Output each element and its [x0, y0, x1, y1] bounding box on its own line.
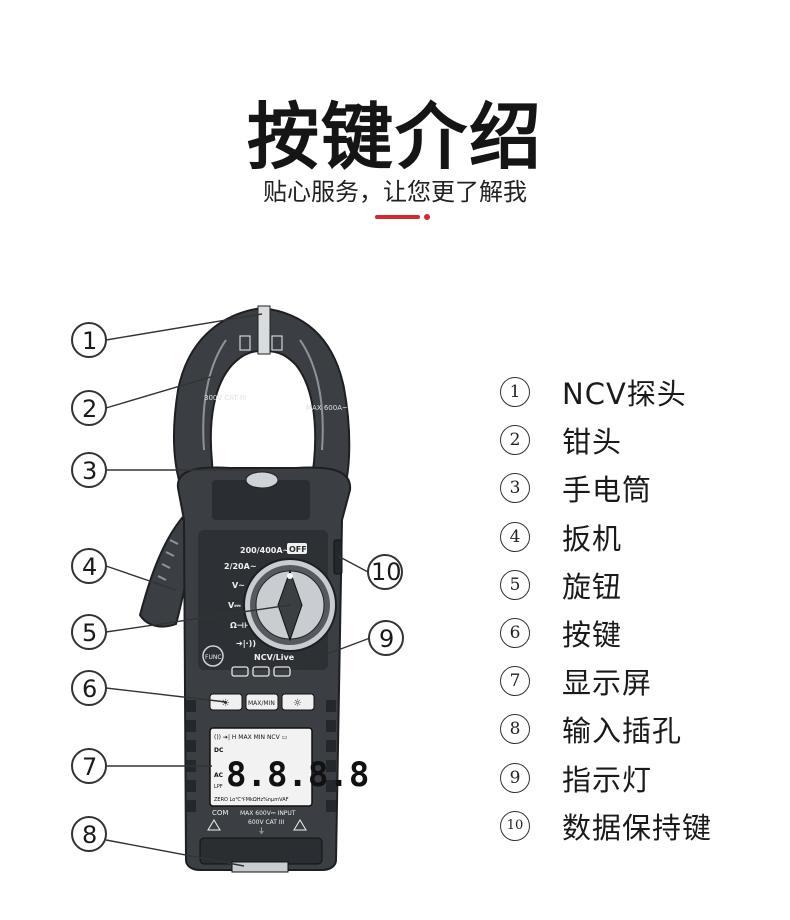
- page-subtitle: 贴心服务，让您更了解我: [263, 178, 527, 206]
- legend-item: 2 钳头: [500, 416, 780, 464]
- legend-item: 10 数据保持键: [500, 802, 780, 850]
- legend-label: 数据保持键: [562, 810, 713, 845]
- legend-item: 1 NCV探头: [500, 368, 780, 416]
- callouts: 1 2 3 4 5 6 7 8 9 10: [71, 322, 404, 852]
- button-row: ☀ MAX/MIN ☼: [209, 693, 315, 711]
- legend-number: 5: [500, 569, 530, 600]
- svg-text:9: 9: [379, 625, 394, 653]
- callout-6: 6: [71, 670, 107, 706]
- lcd-digits: 8.8.8.8: [226, 755, 369, 795]
- max-min-button[interactable]: MAX/MIN: [245, 693, 279, 711]
- legend-label: 显示屏: [562, 666, 653, 701]
- legend-number: 8: [500, 714, 530, 745]
- legend-item: 7 显示屏: [500, 657, 780, 705]
- legend-item: 8 输入插孔: [500, 705, 780, 753]
- legend-label: 扳机: [562, 521, 623, 556]
- jaw-left-warning: 300V CAT III: [204, 394, 246, 402]
- v-ac-label: V~: [232, 581, 245, 590]
- svg-text:6: 6: [82, 675, 97, 703]
- accent-dot: [424, 214, 430, 220]
- legend-label: 输入插孔: [562, 714, 683, 749]
- legend-item: 5 旋钮: [500, 561, 780, 609]
- lcd-top-indicators: ()) ➔| H MAX MIN NCV ▭: [214, 734, 287, 741]
- svg-text:7: 7: [82, 753, 97, 781]
- legend-item: 4 扳机: [500, 513, 780, 561]
- svg-text:4: 4: [82, 553, 97, 581]
- ohm-label: Ω⊣⊢: [230, 621, 251, 630]
- legend-label: 按键: [562, 618, 623, 653]
- legend-number: 7: [500, 666, 530, 697]
- callout-3: 3: [71, 452, 107, 488]
- callout-10: 10: [367, 554, 403, 590]
- diode-label: ➔|·)): [236, 639, 256, 648]
- page-title: 按键介绍: [246, 95, 543, 179]
- callout-5: 5: [71, 614, 107, 650]
- range-ac-clamp: 200/400A~: [240, 546, 289, 555]
- input-jacks: COM MAX 600V⎓ INPUT 600V CAT III ⏚: [199, 809, 323, 873]
- lcd-bottom-indicators: ZERO Lo℃℉MkΩHz%nμmVAF: [214, 797, 289, 803]
- off-label: OFF: [289, 545, 307, 554]
- legend-list: 1 NCV探头 2 钳头 3 手电筒 4 扳机 5 旋钮 6 按键 7 显示屏 …: [500, 368, 780, 850]
- accent-bar: [375, 215, 420, 219]
- svg-text:5: 5: [82, 619, 97, 647]
- legend-label: NCV探头: [562, 377, 687, 412]
- input-label: MAX 600V⎓ INPUT: [240, 810, 296, 817]
- svg-text:2: 2: [82, 395, 97, 423]
- lcd-lpf: LPF: [214, 784, 223, 790]
- legend-label: 钳头: [562, 425, 623, 460]
- svg-text:MAX/MIN: MAX/MIN: [248, 700, 275, 707]
- jaw-right-warning: MAX 600A~: [306, 404, 348, 412]
- v-dc-label: V⎓: [228, 601, 241, 610]
- legend-number: 3: [500, 473, 530, 504]
- svg-text:10: 10: [371, 558, 402, 586]
- func-button[interactable]: FUNC: [202, 645, 224, 667]
- cat-label: 600V CAT III: [248, 819, 284, 826]
- lcd-ac: AC: [214, 772, 224, 779]
- legend-item: 6 按键: [500, 609, 780, 657]
- callout-7: 7: [71, 748, 107, 784]
- data-hold-key[interactable]: [333, 539, 343, 575]
- callout-8: 8: [71, 816, 107, 852]
- callout-9: 9: [368, 620, 404, 656]
- callout-lines: [105, 313, 371, 867]
- com-label: COM: [212, 809, 228, 817]
- legend-number: 9: [500, 762, 530, 793]
- legend-number: 1: [500, 377, 530, 408]
- clamp-jaw: 300V CAT III MAX 600A~: [172, 305, 351, 496]
- svg-text:☼: ☼: [293, 698, 302, 709]
- backlight-button[interactable]: ☼: [281, 693, 315, 711]
- ground-symbol: ⏚: [258, 827, 265, 835]
- legend-number: 4: [500, 521, 530, 552]
- legend-number: 6: [500, 618, 530, 649]
- svg-text:8: 8: [82, 821, 97, 849]
- legend-number: 10: [500, 810, 530, 841]
- indicator-lights: [231, 666, 291, 677]
- callout-1: 1: [71, 322, 107, 358]
- legend-item: 3 手电筒: [500, 464, 780, 512]
- legend-label: 手电筒: [562, 473, 653, 508]
- lcd-dc: DC: [214, 747, 224, 754]
- legend-item: 9 指示灯: [500, 754, 780, 802]
- legend-number: 2: [500, 425, 530, 456]
- ncv-live-label: NCV/Live: [254, 653, 295, 662]
- callout-4: 4: [71, 548, 107, 584]
- callout-2: 2: [71, 390, 107, 426]
- lcd-display: ()) ➔| H MAX MIN NCV ▭ DC AC LPF 8.8.8.8…: [209, 727, 369, 807]
- svg-text:1: 1: [82, 327, 97, 355]
- range-small: 2/20A~: [224, 562, 257, 571]
- svg-text:☀: ☀: [221, 698, 230, 709]
- legend-label: 旋钮: [562, 569, 623, 604]
- legend-label: 指示灯: [562, 762, 653, 797]
- svg-text:3: 3: [82, 457, 97, 485]
- svg-text:FUNC: FUNC: [205, 654, 222, 661]
- range-labels: 200/400A~ OFF 2/20A~ V~ V⎓ Ω⊣⊢ ➔|·)) NCV…: [224, 543, 307, 662]
